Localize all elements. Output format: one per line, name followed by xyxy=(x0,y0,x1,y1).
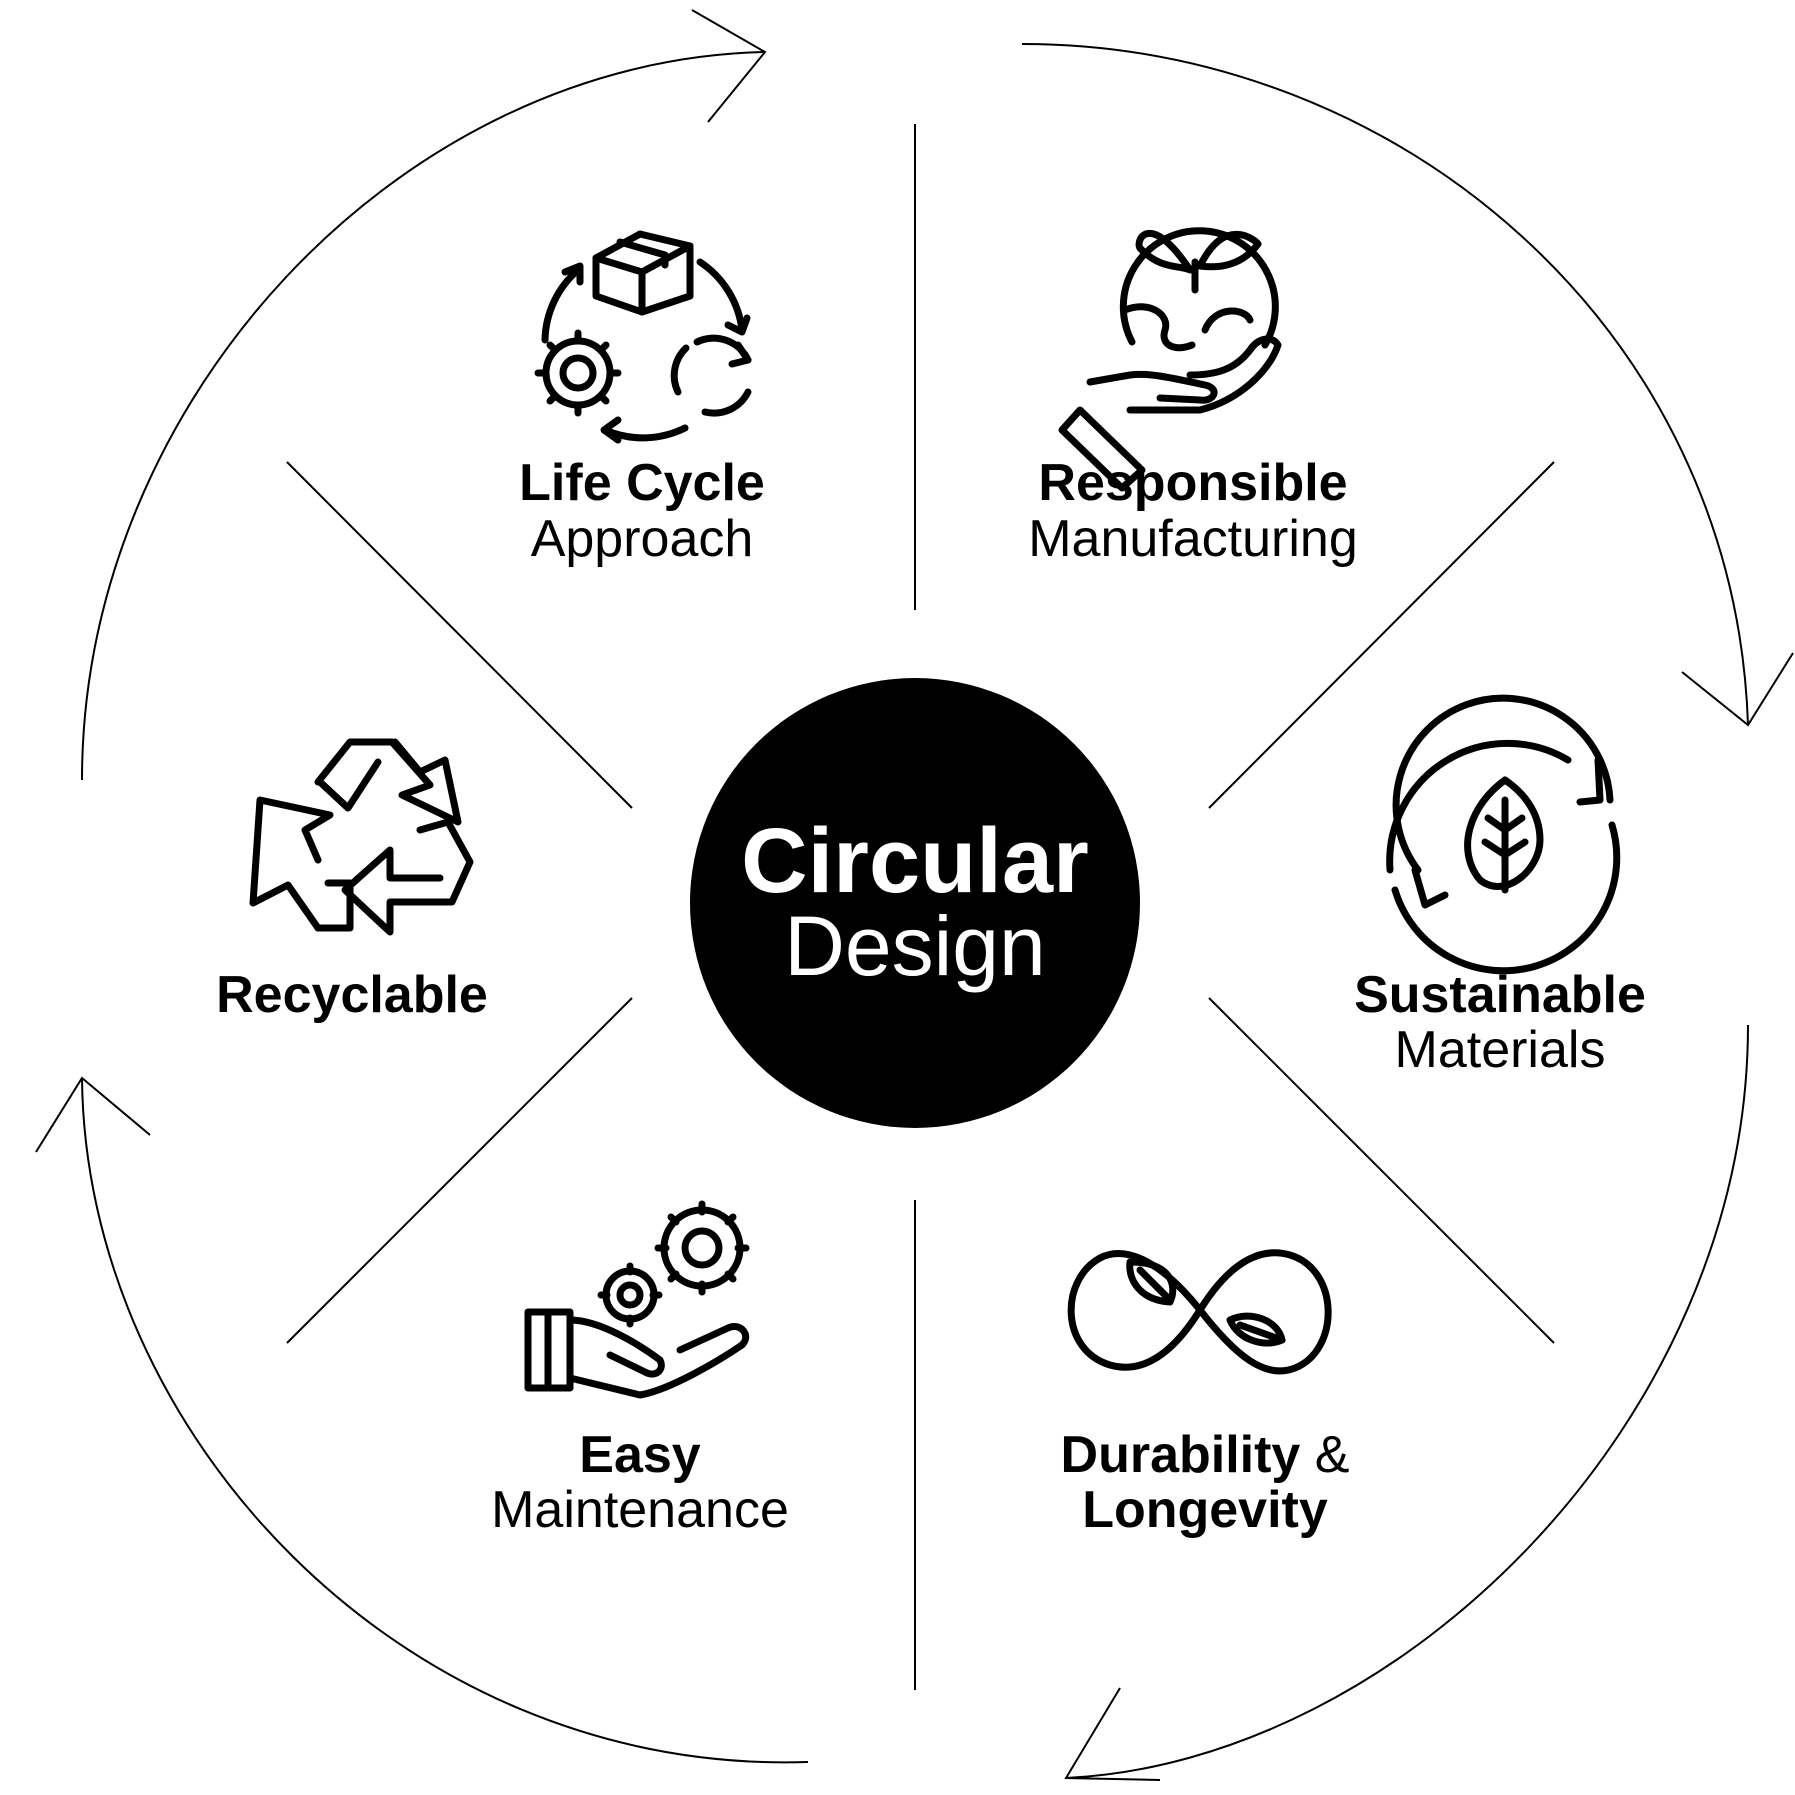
cycle-arc-bottom-left xyxy=(81,1077,809,1764)
durability-title: Durability xyxy=(1061,1426,1301,1484)
cycle-arc-top-left xyxy=(81,51,766,781)
center-title: Circular xyxy=(741,810,1089,912)
arrowhead-right xyxy=(1681,652,1794,727)
durability-line1: Durability & xyxy=(1061,1426,1350,1484)
cycle-arc-top-right xyxy=(1021,43,1749,726)
sustainable-title: Sustainable xyxy=(1354,966,1646,1024)
easy-title: Easy xyxy=(579,1426,701,1484)
arrowhead-top-left xyxy=(691,9,767,123)
divider-upper-left xyxy=(286,461,633,809)
center-circle xyxy=(690,678,1140,1128)
divider-lines xyxy=(286,124,1555,1690)
infinity-leaf-icon xyxy=(1067,1249,1332,1375)
divider-lower-right xyxy=(1208,997,1555,1344)
segment-sustainable: Sustainable Materials xyxy=(1354,694,1646,1079)
segment-recyclable: Recyclable xyxy=(216,738,488,1024)
leaf-cycle-icon xyxy=(1386,694,1621,975)
life-cycle-subtitle: Approach xyxy=(531,510,754,568)
segment-responsible: Responsible Manufacturing xyxy=(1028,227,1358,568)
segment-life-cycle: Life Cycle Approach xyxy=(519,230,765,568)
recycle-icon xyxy=(249,738,474,936)
responsible-title: Responsible xyxy=(1038,454,1347,512)
center-hub: Circular Design xyxy=(690,678,1140,1128)
cycle-arc-bottom-right xyxy=(1065,1024,1749,1779)
divider-lower-left xyxy=(286,997,633,1344)
arrowhead-bottom xyxy=(1064,1687,1161,1781)
longevity-title: Longevity xyxy=(1082,1481,1328,1539)
life-cycle-icon xyxy=(534,230,752,444)
durability-ampersand: & xyxy=(1300,1426,1349,1484)
arrowhead-left xyxy=(35,1076,151,1153)
segment-durability: Durability & Longevity xyxy=(1061,1249,1350,1539)
cycle-arrows xyxy=(35,9,1794,1781)
easy-subtitle: Maintenance xyxy=(491,1481,789,1539)
responsible-subtitle: Manufacturing xyxy=(1028,510,1358,568)
segment-easy: Easy Maintenance xyxy=(491,1200,789,1539)
center-subtitle: Design xyxy=(784,899,1045,993)
hand-gears-icon xyxy=(524,1200,750,1399)
recyclable-title: Recyclable xyxy=(216,966,488,1024)
sustainable-subtitle: Materials xyxy=(1395,1021,1606,1079)
life-cycle-title: Life Cycle xyxy=(519,454,765,512)
hand-holding-earth-icon xyxy=(1058,227,1282,492)
divider-upper-right xyxy=(1208,461,1555,809)
